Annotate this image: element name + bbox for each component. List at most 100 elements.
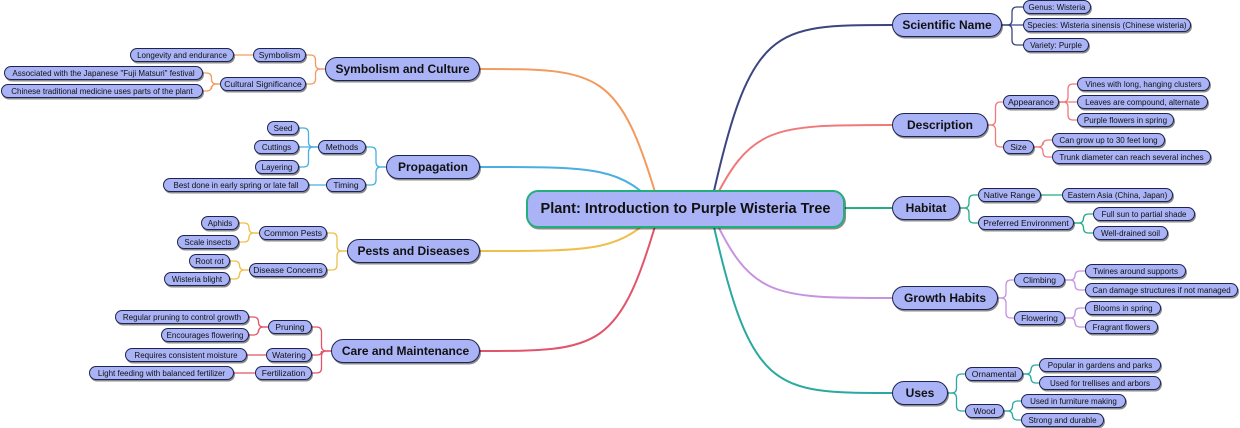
subtopic-symbolism[interactable]: Symbolism — [253, 48, 306, 62]
leaf-methods-2[interactable]: Cuttings — [254, 140, 299, 154]
topic-description[interactable]: Description — [892, 113, 988, 137]
subtopic-climbing[interactable]: Climbing — [1014, 273, 1065, 287]
subtopic-watering[interactable]: Watering — [266, 348, 312, 362]
connector-leaf-ornamental-1 — [1023, 364, 1039, 375]
leaf-fertilization-1[interactable]: Light feeding with balanced fertilizer — [89, 366, 234, 380]
connector-leaf-climbing-2 — [1065, 279, 1085, 291]
topic-uses[interactable]: Uses — [892, 381, 948, 405]
connector-leaf-genus — [1002, 6, 1023, 26]
subtopic-pruning[interactable]: Pruning — [268, 320, 312, 334]
subtopic-common-pests[interactable]: Common Pests — [259, 226, 327, 240]
connector-leaf-climbing-1 — [1065, 270, 1085, 281]
connector-subtopic-appearance — [988, 101, 1003, 126]
subtopic-preferred-environment[interactable]: Preferred Environment — [978, 216, 1074, 230]
connector-leaf-wood-2 — [1004, 410, 1021, 421]
connector-leaf-variety — [1002, 24, 1023, 46]
leaf-timing-1[interactable]: Best done in early spring or late fall — [163, 178, 309, 192]
connector-subtopic-climbing — [998, 279, 1014, 299]
leaf-wood-2[interactable]: Strong and durable — [1021, 413, 1104, 427]
subtopic-native-range[interactable]: Native Range — [978, 188, 1041, 202]
connector-subtopic-methods — [366, 146, 386, 168]
connector-leaf-flowering-1 — [1065, 307, 1085, 319]
subtopic-cultural-significance[interactable]: Cultural Significance — [220, 77, 306, 91]
leaf-cultural-2[interactable]: Chinese traditional medicine uses parts … — [1, 84, 203, 98]
leaf-climbing-2[interactable]: Can damage structures if not managed — [1085, 283, 1238, 297]
connector-subtopic-fertilization — [312, 350, 331, 374]
leaf-size-2[interactable]: Trunk diameter can reach several inches — [1052, 150, 1211, 164]
leaf-environment-1[interactable]: Full sun to partial shade — [1093, 207, 1195, 221]
leaf-native-range-1[interactable]: Eastern Asia (China, Japan) — [1062, 188, 1173, 202]
connector-leaf-size-2 — [1034, 146, 1052, 158]
leaf-size-1[interactable]: Can grow up to 30 feet long — [1052, 133, 1165, 147]
subtopic-fertilization[interactable]: Fertilization — [255, 366, 312, 380]
subtopic-flowering[interactable]: Flowering — [1014, 311, 1065, 325]
connector-leaf-cultural-1 — [203, 72, 220, 85]
leaf-species[interactable]: Species: Wisteria sinensis (Chinese wist… — [1023, 18, 1191, 32]
connector-leaf-environment-1 — [1074, 213, 1093, 224]
leaf-appearance-3[interactable]: Purple flowers in spring — [1077, 113, 1174, 127]
connector-leaf-appearance-3 — [1059, 101, 1077, 121]
leaf-methods-1[interactable]: Seed — [267, 121, 299, 135]
subtopic-timing[interactable]: Timing — [326, 178, 366, 192]
connector-subtopic-ornamental — [948, 373, 965, 394]
connector-subtopic-preferred-environment — [960, 207, 978, 224]
connector-leaf-ornamental-2 — [1023, 373, 1039, 384]
connector-leaf-pruning-1 — [249, 316, 268, 328]
leaf-pests-1[interactable]: Aphids — [201, 216, 239, 230]
leaf-pests-2[interactable]: Scale insects — [177, 235, 239, 249]
leaf-pruning-1[interactable]: Regular pruning to control growth — [115, 310, 249, 324]
leaf-ornamental-2[interactable]: Used for trellises and arbors — [1039, 376, 1161, 390]
leaf-climbing-1[interactable]: Twines around supports — [1085, 264, 1186, 278]
leaf-flowering-2[interactable]: Fragrant flowers — [1085, 320, 1158, 334]
leaf-methods-3[interactable]: Layering — [255, 160, 299, 174]
branch-care — [479, 208, 661, 352]
topic-symbolism-and-culture[interactable]: Symbolism and Culture — [325, 57, 480, 81]
leaf-watering-1[interactable]: Requires consistent moisture — [125, 348, 247, 362]
connector-leaf-pests-1 — [239, 222, 259, 234]
subtopic-size[interactable]: Size — [1003, 140, 1034, 154]
connector-subtopic-size — [988, 124, 1003, 148]
connector-subtopic-flowering — [998, 297, 1014, 319]
leaf-wood-1[interactable]: Used in furniture making — [1021, 394, 1126, 408]
topic-habitat[interactable]: Habitat — [892, 196, 960, 220]
connector-subtopic-disease-concerns — [327, 250, 347, 271]
connector-leaf-pests-2 — [239, 232, 259, 243]
leaf-symbolism-1[interactable]: Longevity and endurance — [130, 48, 234, 62]
leaf-ornamental-1[interactable]: Popular in gardens and parks — [1039, 358, 1161, 372]
connector-leaf-methods-3 — [299, 146, 318, 168]
leaf-genus[interactable]: Genus: Wisteria — [1023, 0, 1091, 14]
topic-care-and-maintenance[interactable]: Care and Maintenance — [331, 339, 480, 363]
connector-leaf-disease-2 — [230, 269, 249, 280]
connector-leaf-methods-1 — [299, 127, 318, 148]
connector-leaf-cultural-2 — [203, 83, 220, 92]
leaf-variety[interactable]: Variety: Purple — [1023, 38, 1089, 52]
connector-leaf-disease-1 — [230, 260, 249, 271]
leaf-environment-2[interactable]: Well-drained soil — [1093, 226, 1168, 240]
topic-pests-and-diseases[interactable]: Pests and Diseases — [347, 239, 480, 263]
leaf-disease-2[interactable]: Wisteria blight — [164, 272, 230, 286]
subtopic-wood[interactable]: Wood — [965, 404, 1004, 418]
topic-growth-habits[interactable]: Growth Habits — [892, 286, 998, 310]
connector-subtopic-pruning — [312, 326, 331, 352]
topic-propagation[interactable]: Propagation — [386, 155, 480, 179]
leaf-appearance-2[interactable]: Leaves are compound, alternate — [1077, 95, 1208, 109]
connector-leaf-pruning-2 — [249, 326, 268, 336]
subtopic-ornamental[interactable]: Ornamental — [965, 367, 1023, 381]
branch-growth_habits — [709, 208, 893, 299]
connector-subtopic-cultural-significance — [306, 68, 325, 85]
leaf-pruning-2[interactable]: Encourages flowering — [161, 328, 249, 342]
subtopic-methods[interactable]: Methods — [318, 140, 366, 154]
connector-leaf-size-1 — [1034, 139, 1052, 148]
leaf-flowering-1[interactable]: Blooms in spring — [1085, 301, 1161, 315]
central-topic[interactable]: Plant: Introduction to Purple Wisteria T… — [526, 190, 845, 228]
leaf-cultural-1[interactable]: Associated with the Japanese "Fuji Matsu… — [4, 66, 203, 80]
connector-leaf-appearance-1 — [1059, 83, 1077, 103]
leaf-disease-1[interactable]: Root rot — [189, 254, 230, 268]
connector-subtopic-symbolism — [306, 54, 325, 70]
leaf-appearance-1[interactable]: Vines with long, hanging clusters — [1077, 77, 1210, 91]
subtopic-disease-concerns[interactable]: Disease Concerns — [249, 263, 327, 277]
connector-leaf-environment-2 — [1074, 222, 1093, 234]
subtopic-appearance[interactable]: Appearance — [1003, 95, 1059, 109]
topic-scientific-name[interactable]: Scientific Name — [892, 13, 1002, 37]
branch-description — [709, 124, 893, 210]
